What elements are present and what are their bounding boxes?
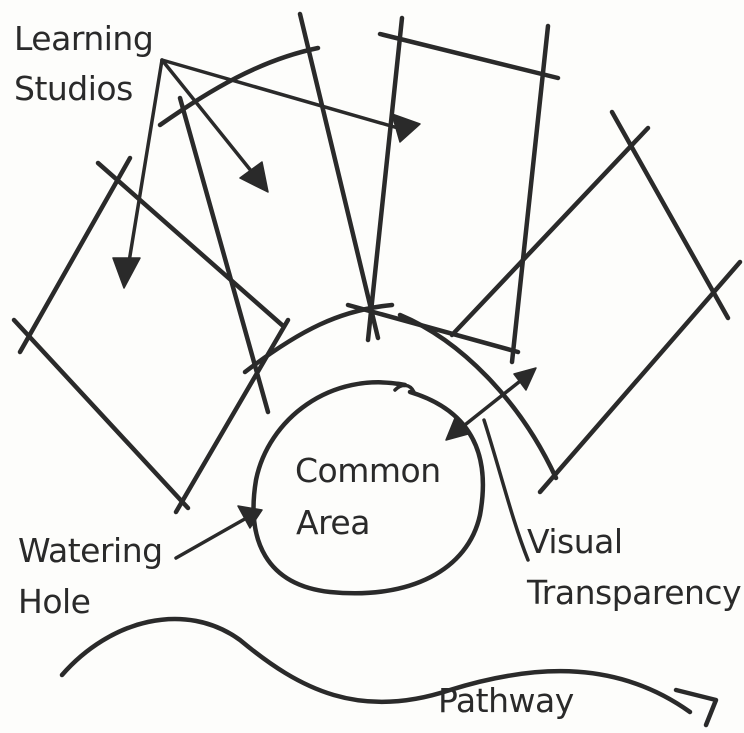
pathway-arrow bbox=[59, 616, 719, 728]
watering-hole-arrow bbox=[174, 505, 263, 560]
common-area-loop-tail bbox=[393, 383, 416, 394]
visual-transparency-label-line2: Transparency bbox=[526, 573, 741, 612]
watering-hole-label-line1: Watering bbox=[18, 531, 163, 570]
visual-transparency-label-line1: Visual bbox=[527, 522, 623, 561]
learning-studios-label-line1: Learning bbox=[14, 19, 153, 58]
learning-studios-label-line2: Studios bbox=[14, 69, 133, 108]
common-area-label-line2: Area bbox=[296, 503, 370, 542]
learning-studios-arrows bbox=[112, 58, 421, 289]
studio-center-right bbox=[345, 15, 561, 365]
studio-left-center bbox=[157, 11, 395, 415]
visual-transparency-arrow bbox=[445, 367, 537, 562]
watering-hole-label-line2: Hole bbox=[18, 582, 90, 621]
studio-right bbox=[397, 109, 743, 495]
common-area-outline bbox=[251, 380, 486, 596]
common-area-label-line1: Common bbox=[295, 451, 441, 490]
pathway-label: Pathway bbox=[438, 681, 574, 720]
